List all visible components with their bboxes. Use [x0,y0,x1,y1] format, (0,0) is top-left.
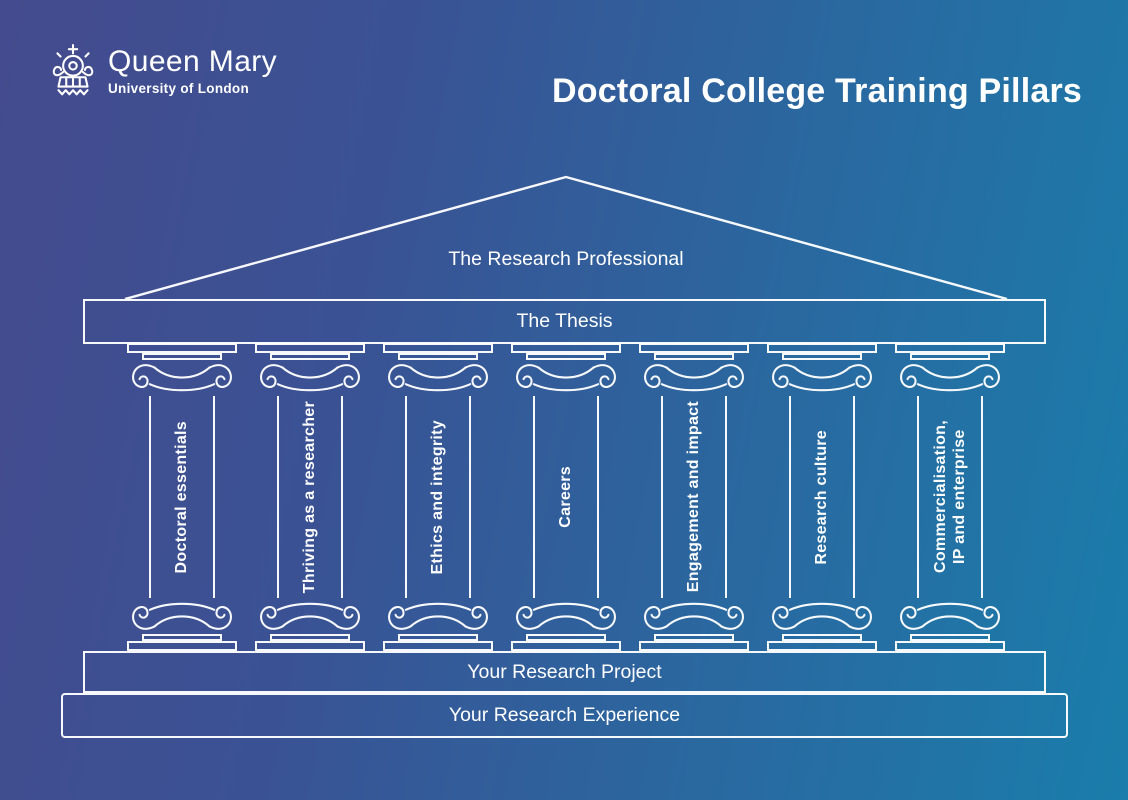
pillar-base-neck [654,634,734,641]
step-research-experience: Your Research Experience [61,693,1068,738]
ionic-base-icon [388,602,488,630]
pillar-abacus [639,343,749,353]
pillar-shaft: Commercialisation, IP and enterprise [917,396,983,598]
pillar-abacus [255,343,365,353]
pillar-shaft: Thriving as a researcher [277,396,343,598]
pillar-abacus [511,343,621,353]
pillar-shaft: Doctoral essentials [149,396,215,598]
pillar-plinth [383,641,493,651]
logo-text: Queen Mary University of London [108,44,278,96]
step-2-label: Your Research Experience [448,704,681,726]
pillar-base-neck [270,634,350,641]
pillar-base-neck [398,634,478,641]
ionic-base-icon [772,602,872,630]
step-research-project: Your Research Project [83,651,1046,693]
ionic-base-icon [132,602,232,630]
ionic-capital-icon [900,364,1000,392]
pillar-base-neck [526,634,606,641]
pillar-label: Doctoral essentials [173,420,191,574]
pillar-base-neck [782,634,862,641]
qmul-logo: Queen Mary University of London [50,44,277,98]
pillar-plinth [255,641,365,651]
page-title: Doctoral College Training Pillars [552,72,1082,110]
ionic-base-icon [900,602,1000,630]
pillar-capital-neck [526,353,606,360]
pillar-plinth [767,641,877,651]
logo-tagline: University of London [108,80,249,96]
pillar-shaft: Research culture [789,396,855,598]
ionic-base-icon [516,602,616,630]
pillar-label: Thriving as a researcher [301,400,319,594]
pillar-5: Engagement and impact [639,343,749,651]
ionic-capital-icon [260,364,360,392]
pillar-shaft: Ethics and integrity [405,396,471,598]
pillar-label: Engagement and impact [685,401,703,593]
pillar-shaft: Engagement and impact [661,396,727,598]
pillar-label: Careers [557,466,575,528]
pillar-4: Careers [511,343,621,651]
pillar-label: Ethics and integrity [429,419,447,575]
pillar-shaft: Careers [533,396,599,598]
pillar-capital-neck [398,353,478,360]
pillar-capital-neck [782,353,862,360]
crown-icon [52,44,94,96]
pillar-base-neck [142,634,222,641]
ionic-capital-icon [132,364,232,392]
entablature-label: The Thesis [516,310,613,332]
pillar-base-neck [910,634,990,641]
pillar-capital-neck [910,353,990,360]
ionic-base-icon [644,602,744,630]
pillar-2: Thriving as a researcher [255,343,365,651]
pillar-3: Ethics and integrity [383,343,493,651]
pillar-capital-neck [654,353,734,360]
pillar-label: Research culture [813,429,831,565]
pillar-label: Commercialisation, IP and enterprise [931,420,968,574]
pillar-1: Doctoral essentials [127,343,237,651]
pediment-label: The Research Professional [448,248,684,270]
step-1-label: Your Research Project [467,660,662,683]
logo-name: Queen Mary [108,44,278,78]
ionic-capital-icon [772,364,872,392]
pillar-abacus [127,343,237,353]
pillar-plinth [511,641,621,651]
pillar-7: Commercialisation, IP and enterprise [895,343,1005,651]
pillar-plinth [895,641,1005,651]
ionic-base-icon [260,602,360,630]
pillar-capital-neck [142,353,222,360]
pillar-plinth [639,641,749,651]
pillar-6: Research culture [767,343,877,651]
ionic-capital-icon [644,364,744,392]
ionic-capital-icon [516,364,616,392]
pillar-abacus [767,343,877,353]
pillar-abacus [895,343,1005,353]
pillar-capital-neck [270,353,350,360]
ionic-capital-icon [388,364,488,392]
pillar-abacus [383,343,493,353]
entablature-beam: The Thesis [83,299,1046,344]
pillar-plinth [127,641,237,651]
